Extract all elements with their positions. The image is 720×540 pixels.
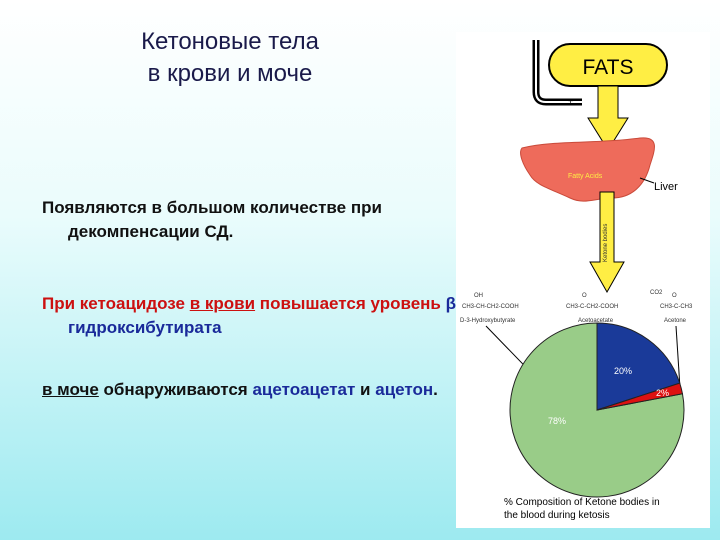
paragraph-decompensation: Появляются в большом количестве при деко…	[42, 198, 382, 241]
liver-label: Liver	[654, 181, 678, 193]
title-line-2: в крови и моче	[147, 60, 313, 87]
acetone-formula: CH3-C-CH3	[660, 304, 693, 310]
fats-to-liver-arrow	[587, 85, 629, 151]
beta-symbol: β	[445, 294, 456, 313]
acetone-formula-top: O	[672, 293, 677, 299]
increases-text: повышается уровень	[255, 294, 446, 313]
liver-shape	[520, 137, 655, 202]
fats-pipe-highlight	[535, 40, 582, 103]
ketoacidosis-text: При кетоацидозе	[42, 294, 190, 313]
acetoacetate-text: ацетоацетат	[252, 380, 356, 399]
caption-line-2: the blood during ketosis	[504, 510, 610, 521]
pie-label-acetone: 2%	[656, 388, 669, 398]
caption-line-1: % Composition of Ketone bodies in	[504, 497, 660, 508]
period-text: .	[433, 380, 438, 399]
bhb-formula-top: OH	[474, 293, 483, 299]
acetone-pointer	[675, 325, 681, 389]
pie-label-bhb: 78%	[548, 416, 566, 426]
liver-to-blood-arrow	[589, 191, 625, 294]
fatty-acids-label: Fatty Acids	[568, 173, 603, 180]
fats-label: FATS	[583, 56, 634, 79]
title-line-1: Кетоновые тела	[141, 28, 319, 55]
pie-label-acetoacetate: 20%	[614, 366, 632, 376]
slide-title: Кетоновые тела в крови и моче	[80, 26, 380, 90]
acetoacetate-name: Acetoacetate	[578, 318, 614, 324]
acetone-text: ацетон	[375, 380, 434, 399]
pie-slice-acetoacetate	[596, 322, 681, 411]
ketone-pie-chart	[509, 322, 685, 498]
paragraph-ketoacidosis: При кетоацидозе в крови повышается урове…	[42, 292, 468, 340]
liver-pointer-line	[639, 177, 655, 184]
in-blood-text: в крови	[189, 294, 256, 313]
acetoacetate-formula: CH3-C-CH2-COOH	[566, 304, 618, 310]
pie-slice-acetone	[596, 382, 684, 411]
pie-slice-bhb	[509, 322, 685, 498]
acetone-co2: CO2	[650, 290, 663, 296]
in-urine-text: в моче	[42, 380, 99, 399]
paragraph-urine: в моче обнаруживаются ацетоацетат и ацет…	[42, 378, 468, 402]
acetoacetate-formula-top: O	[582, 293, 587, 299]
acetone-name: Acetone	[664, 318, 687, 324]
plus-sign: +	[568, 96, 573, 106]
bhb-name: D-3-Hydroxybutyrate	[460, 318, 516, 324]
and-text: и	[355, 380, 376, 399]
bhb-formula: CH3-CH-CH2-COOH	[462, 304, 519, 310]
arrow-label: Ketone bodies	[603, 224, 609, 262]
detected-text: обнаруживаются	[98, 380, 253, 399]
